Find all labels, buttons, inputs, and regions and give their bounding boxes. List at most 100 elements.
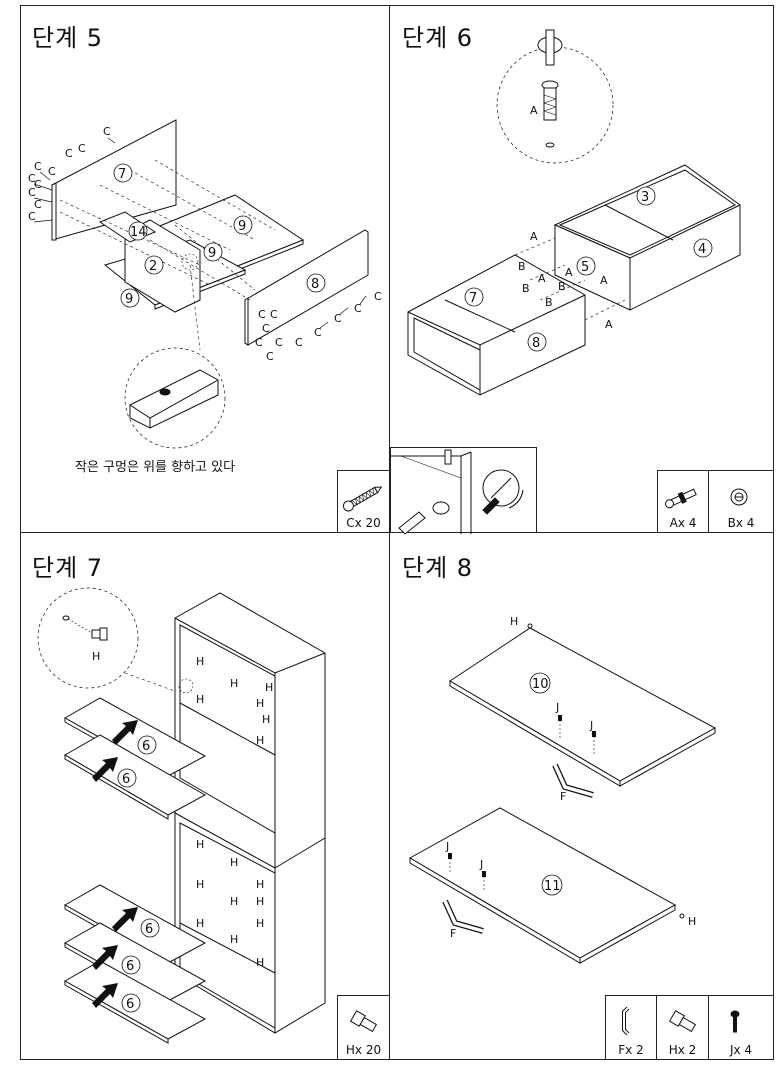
svg-text:A: A (530, 230, 538, 243)
svg-text:C: C (255, 336, 263, 349)
svg-text:H: H (265, 681, 273, 694)
svg-text:5: 5 (581, 260, 589, 275)
svg-text:C: C (314, 326, 322, 339)
step-6-parts-bx: Bx 4 (708, 470, 774, 533)
svg-text:F: F (560, 790, 566, 803)
svg-text:C: C (34, 198, 42, 211)
svg-text:H: H (510, 615, 518, 628)
svg-text:C: C (270, 308, 278, 321)
svg-text:J: J (445, 840, 449, 853)
dowel-pin-icon (664, 488, 697, 509)
svg-text:H: H (230, 895, 238, 908)
svg-text:C: C (103, 125, 111, 138)
step-5-parts-cx: Cx 20 (337, 470, 390, 533)
svg-text:C: C (258, 308, 266, 321)
svg-text:F: F (450, 927, 456, 940)
handle-icon (622, 1006, 630, 1036)
svg-text:H: H (262, 713, 270, 726)
cam-lock-icon (730, 488, 748, 506)
svg-text:C: C (78, 142, 86, 155)
svg-text:J: J (589, 719, 593, 732)
h-labels: H H H H H H H H H H H H H H H H H (196, 655, 273, 969)
part-label: Bx 4 (727, 516, 755, 530)
step-8-parts-fx: Fx 2 (605, 995, 657, 1060)
cam-lock-detail-icon (391, 449, 524, 535)
svg-text:H: H (256, 878, 264, 891)
step-8-parts-hx: Hx 2 (656, 995, 709, 1060)
svg-text:H: H (230, 933, 238, 946)
svg-text:C: C (266, 350, 274, 363)
svg-text:H: H (92, 650, 100, 663)
svg-text:J: J (555, 701, 559, 714)
part-label: Jx 4 (729, 1043, 753, 1057)
step-5-hole-note: 작은 구멍은 위를 향하고 있다 (75, 460, 236, 475)
svg-text:H: H (256, 734, 264, 747)
step-7-title: 단계 7 (32, 554, 104, 582)
svg-text:6: 6 (142, 739, 150, 754)
svg-text:H: H (688, 915, 696, 928)
svg-text:B: B (518, 260, 526, 273)
part-label: Fx 2 (618, 1043, 644, 1057)
svg-text:B: B (522, 282, 530, 295)
svg-text:7: 7 (469, 291, 477, 306)
svg-text:H: H (230, 677, 238, 690)
svg-text:C: C (28, 210, 36, 223)
svg-text:9: 9 (125, 292, 133, 307)
svg-text:H: H (196, 878, 204, 891)
screw-icon (342, 486, 383, 512)
svg-text:C: C (275, 336, 283, 349)
svg-text:6: 6 (126, 997, 134, 1012)
svg-text:11: 11 (544, 879, 561, 894)
svg-text:14: 14 (130, 225, 147, 240)
svg-text:A: A (600, 274, 608, 287)
svg-text:H: H (196, 655, 204, 668)
svg-text:9: 9 (238, 219, 246, 234)
svg-text:A: A (538, 272, 546, 285)
c-labels: C C C C C C C C C C C C C C C C C C C C … (28, 125, 382, 363)
svg-text:H: H (196, 693, 204, 706)
svg-text:2: 2 (149, 259, 157, 274)
svg-text:H: H (196, 838, 204, 851)
svg-text:B: B (545, 296, 553, 309)
svg-text:H: H (256, 697, 264, 710)
part-label: Cx 20 (346, 516, 381, 530)
part-label: Hx 20 (345, 1043, 382, 1057)
svg-text:J: J (479, 858, 483, 871)
step-5-title: 단계 5 (32, 24, 104, 52)
svg-text:C: C (28, 186, 36, 199)
svg-text:8: 8 (311, 277, 319, 292)
svg-text:H: H (256, 895, 264, 908)
svg-text:A: A (530, 104, 538, 117)
svg-text:H: H (256, 917, 264, 930)
svg-text:H: H (256, 956, 264, 969)
svg-text:4: 4 (698, 242, 706, 257)
svg-text:6: 6 (122, 772, 130, 787)
svg-text:9: 9 (208, 246, 216, 261)
svg-text:C: C (34, 160, 42, 173)
svg-text:C: C (354, 302, 362, 315)
svg-text:6: 6 (145, 922, 153, 937)
step-8-parts-jx: Jx 4 (708, 995, 774, 1060)
svg-text:C: C (262, 322, 270, 335)
step-6-diagram: A A B A B B A B A A (407, 29, 741, 396)
svg-text:C: C (295, 336, 303, 349)
step-8-title: 단계 8 (402, 554, 474, 582)
step-6-cam-lock-detail (390, 447, 537, 535)
step-6-parts-ax: Ax 4 (657, 470, 709, 533)
svg-text:C: C (48, 165, 56, 178)
svg-text:H: H (230, 856, 238, 869)
shelf-pin-icon (349, 1010, 378, 1033)
svg-text:7: 7 (118, 167, 126, 182)
step-7-parts-hx: Hx 20 (337, 995, 390, 1060)
svg-text:10: 10 (532, 677, 549, 692)
step-7-diagram: H H H H H H H H H H H H H H H (37, 587, 326, 1044)
step-5-diagram: C C C C C C C C C C C C C C C C C C C C … (28, 119, 382, 449)
part-label: Ax 4 (669, 516, 697, 530)
step-8-diagram: J J J J F F H H 10 11 (408, 615, 717, 964)
svg-text:B: B (558, 280, 566, 293)
svg-text:A: A (565, 266, 573, 279)
svg-text:8: 8 (532, 336, 540, 351)
svg-text:C: C (334, 312, 342, 325)
svg-text:C: C (28, 172, 36, 185)
